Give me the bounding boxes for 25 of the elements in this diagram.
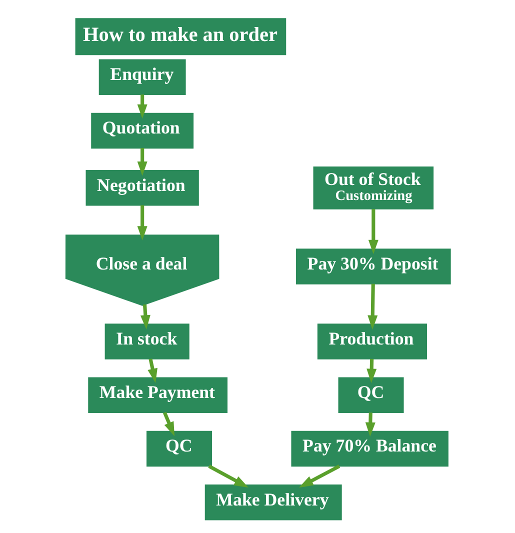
node-box: Enquiry [98,59,186,95]
arrow [298,464,340,488]
node-box: Negotiation [85,170,198,206]
node-box: Out of Stock Customizing [312,166,434,210]
arrow [140,304,150,330]
node-box: QC [146,430,212,467]
arrow [147,358,157,383]
node-box: Pay 70% Balance [290,430,448,467]
node-box: Quotation [90,112,194,149]
node-box: QC [338,377,404,414]
arrow [367,284,378,330]
arrow [366,358,376,384]
arrow [136,148,147,176]
node-box: Pay 30% Deposit [295,248,450,284]
arrow [364,412,375,437]
arrow [208,464,248,488]
node-box: In stock [104,324,189,360]
arrow [368,209,378,254]
node-box: Production [316,324,427,360]
node-box: Make Delivery [204,484,342,520]
diagram-title: How to make an order [82,24,277,46]
arrow [136,205,147,240]
node-box: Make Payment [88,377,227,414]
arrow [136,94,147,119]
arrow [162,412,174,436]
